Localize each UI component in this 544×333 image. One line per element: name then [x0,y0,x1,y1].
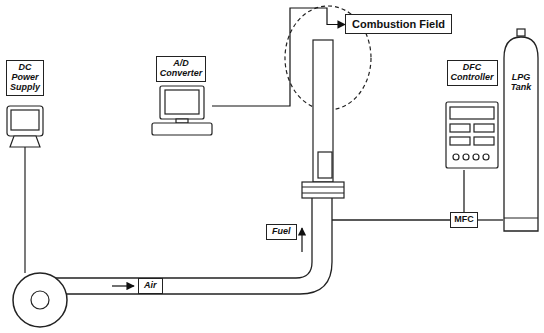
flange-lines [302,187,344,193]
node-text: LPG Tank [511,73,532,93]
tank-ring [504,218,538,219]
label-frame: DFC Controller [447,60,498,86]
controller-body [446,102,498,168]
flow-arrow [112,285,134,286]
controller-display [450,107,494,119]
label-frame: LPG Tank [509,72,534,94]
node-text: A/D Converter [160,59,203,79]
computer-screen [165,90,199,114]
node-text: Combustion Field [352,18,445,30]
fuel-line [332,219,450,220]
node-text: DC Power Supply [10,63,40,93]
flow-arrow [301,228,302,252]
computer-monitor [160,86,204,119]
label-frame: A/D Converter [156,56,207,82]
power-cable [24,147,25,273]
power-supply-screen [11,110,39,130]
ad-converter: A/D Converter [150,56,212,136]
controller-panel [450,124,470,132]
label-frame: Combustion Field [345,14,452,34]
mass-flow-controller: MFC [450,212,478,228]
tank-outline [503,28,539,232]
controller-panel [474,137,494,145]
power-supply-base [10,136,40,147]
node-text: DFC Controller [451,63,494,83]
burner-nozzle [318,152,332,178]
flow-label: Air [138,278,163,294]
signal-line [478,219,503,220]
signal-line [463,170,464,212]
controller-knob [453,154,459,160]
tank-body [504,37,538,231]
tank-valve [517,29,525,36]
label-frame: DC Power Supply [6,60,44,96]
node-text: MFC [454,215,474,225]
burner-flange [302,182,344,198]
power-supply-body [7,106,43,136]
computer-base [152,123,212,135]
controller-panel [474,124,494,132]
combustion-tube [313,40,333,182]
signal-line [212,8,345,106]
blower-hub [31,291,49,309]
power-supply: DC Power Supply [5,60,45,150]
controller: DFC Controller [444,60,500,170]
controller-knob [463,154,469,160]
gas-tank: LPG Tank [503,28,539,232]
controller-knob [473,154,479,160]
flow-label: Fuel [266,224,297,240]
controller-panel [450,137,470,145]
label-frame: MFC [450,212,478,228]
air-pipe [66,198,332,294]
blower-housing [13,273,67,327]
field-label-box: Combustion Field [345,14,452,35]
controller-knob [483,154,489,160]
air-pipe [56,198,312,278]
